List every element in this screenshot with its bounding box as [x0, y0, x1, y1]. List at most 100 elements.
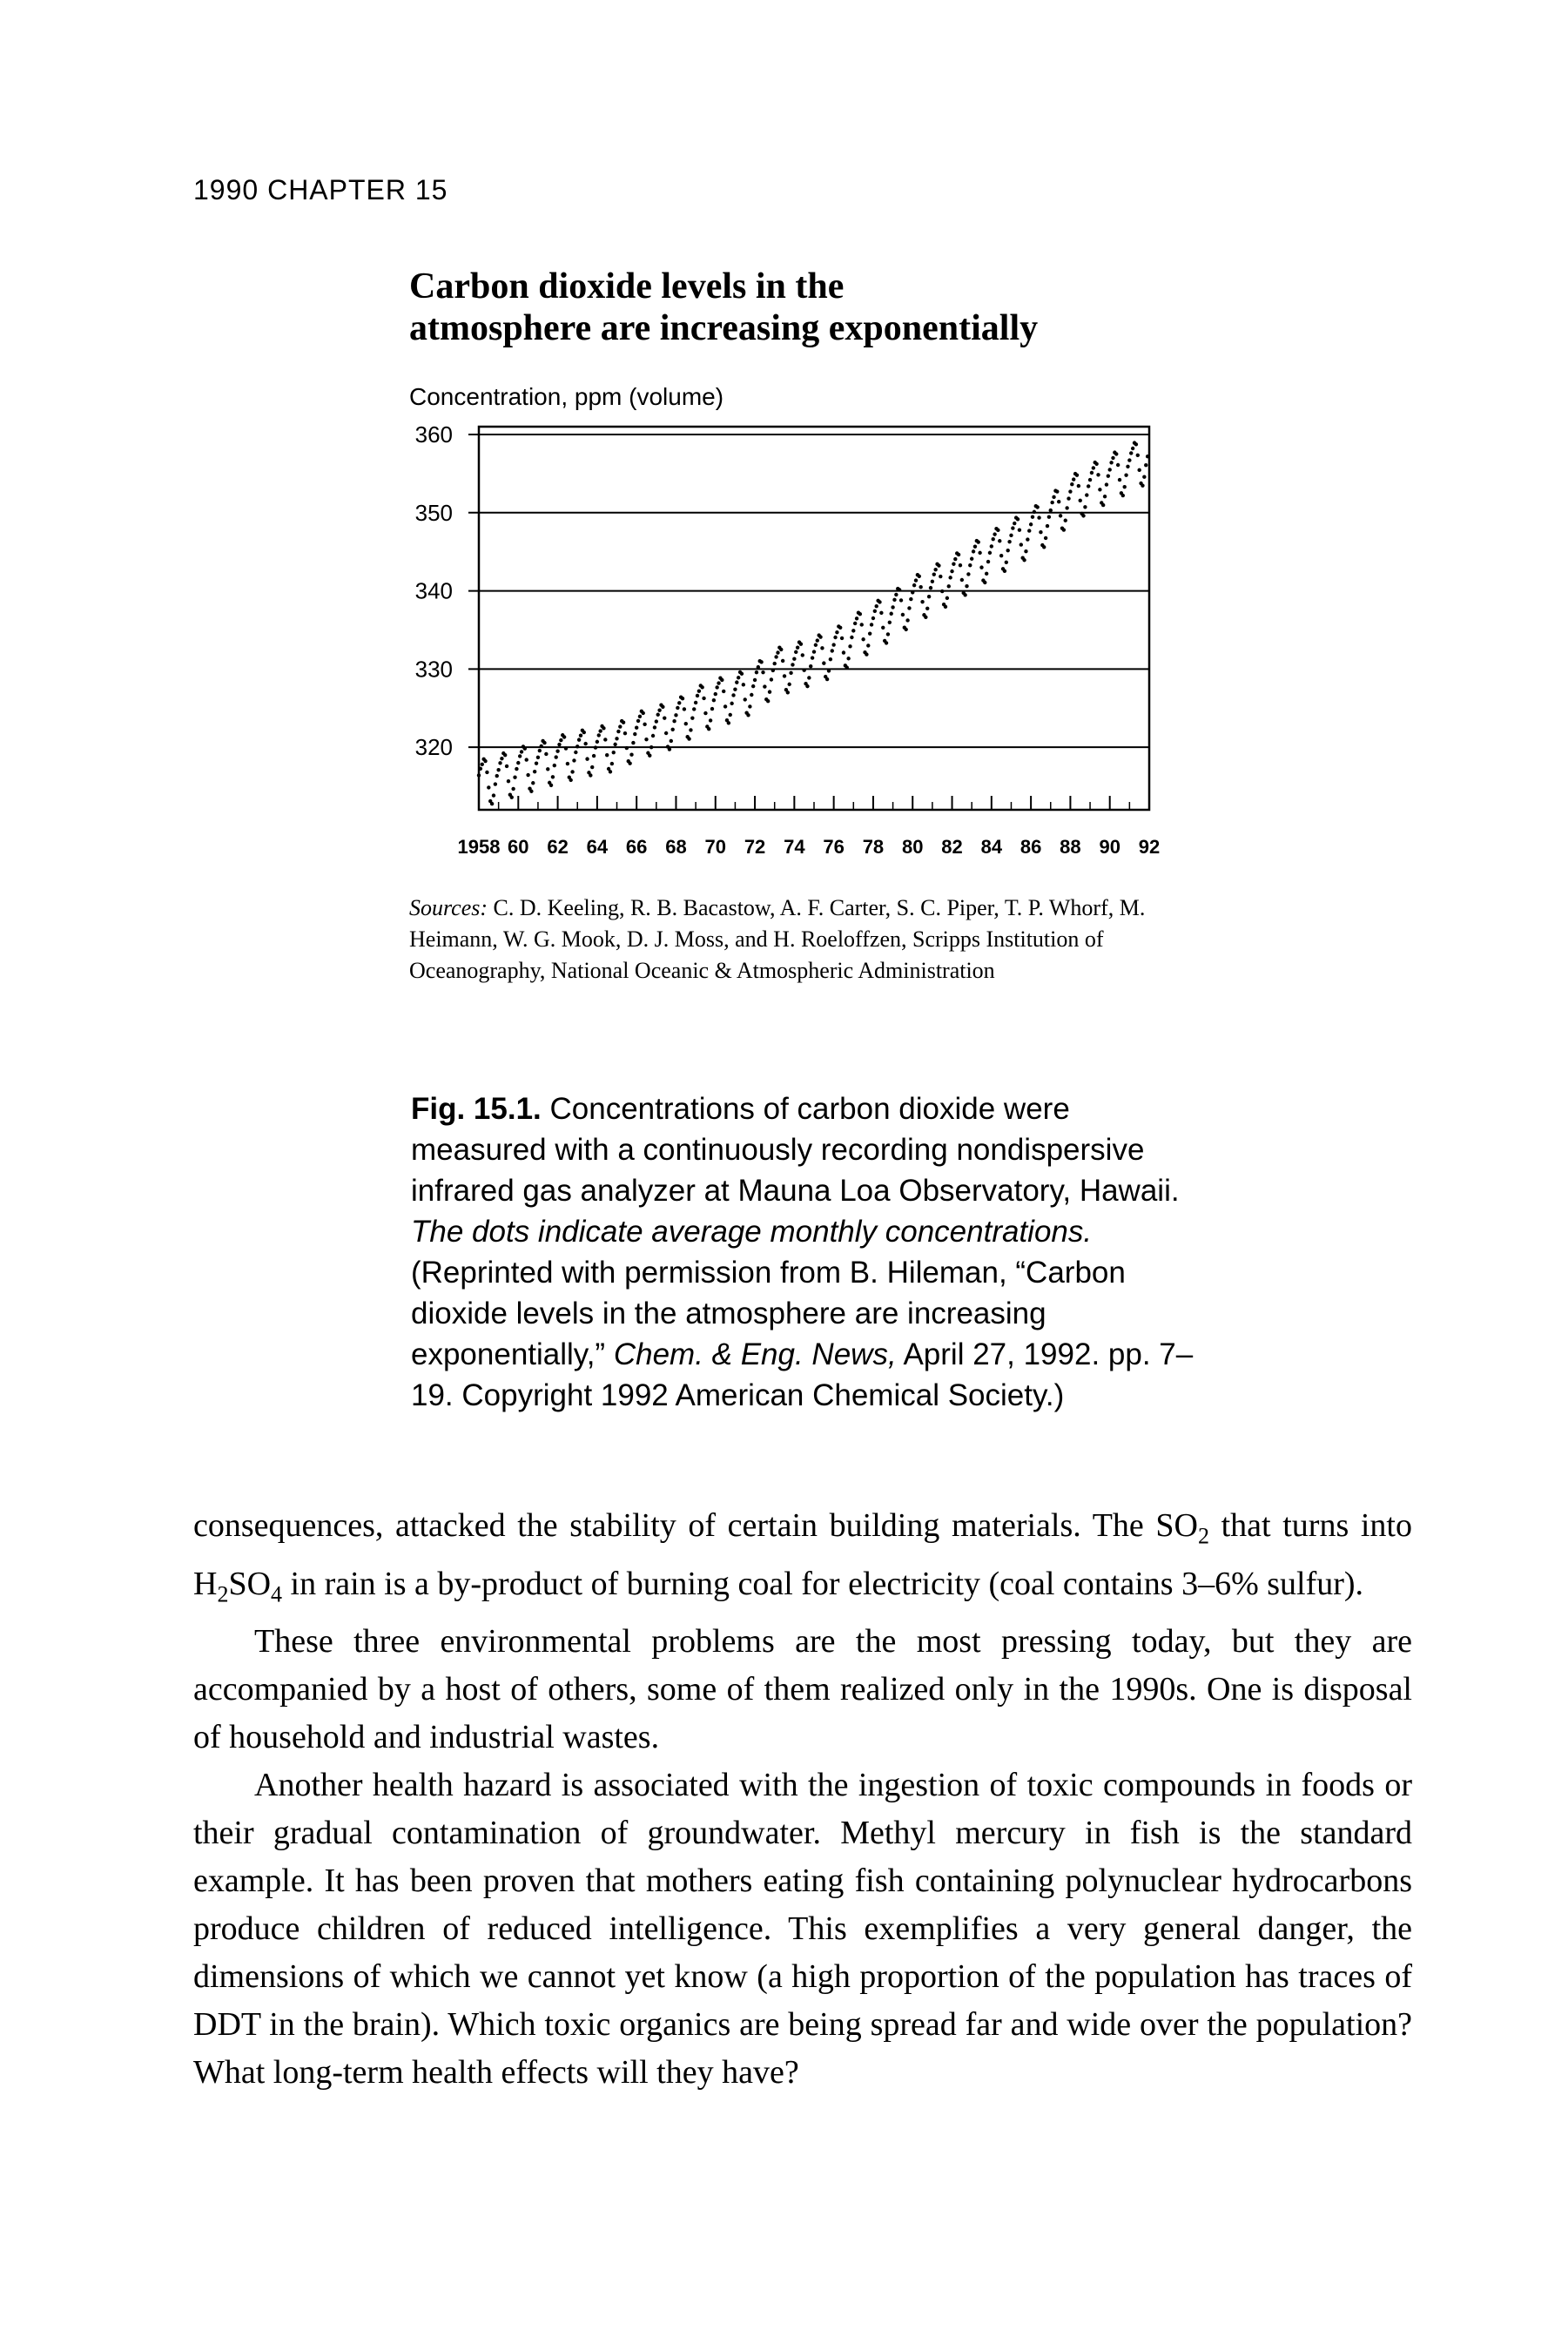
- monthly-co2-dot: [1035, 505, 1040, 509]
- monthly-co2-dot: [1089, 470, 1094, 475]
- monthly-co2-dot: [779, 647, 784, 652]
- monthly-co2-dot: [900, 612, 905, 617]
- monthly-co2-dot: [1019, 542, 1023, 547]
- monthly-co2-dot: [1083, 505, 1087, 509]
- monthly-co2-dot: [643, 722, 647, 727]
- monthly-co2-dot: [782, 674, 787, 678]
- monthly-co2-dot: [943, 604, 948, 610]
- monthly-co2-dot: [1100, 502, 1106, 508]
- monthly-co2-dot: [555, 749, 560, 753]
- figure-label: Fig. 15.1.: [411, 1092, 542, 1126]
- monthly-co2-dot: [1007, 539, 1012, 544]
- monthly-co2-dot: [881, 625, 885, 630]
- monthly-co2-dot: [669, 738, 674, 744]
- monthly-co2-dot: [861, 637, 865, 642]
- monthly-co2-dot: [968, 563, 972, 568]
- monthly-co2-dot: [953, 556, 958, 562]
- monthly-co2-dot: [690, 716, 695, 720]
- monthly-co2-dot: [759, 660, 764, 664]
- monthly-co2-dot: [1124, 473, 1128, 477]
- monthly-co2-dot: [1046, 515, 1052, 519]
- monthly-co2-dot: [572, 758, 576, 763]
- monthly-co2-dot: [754, 670, 759, 675]
- x-tick-label: 70: [705, 836, 726, 858]
- monthly-co2-dot: [634, 725, 639, 730]
- monthly-co2-dot: [585, 757, 589, 761]
- monthly-co2-dot: [833, 635, 838, 640]
- monthly-co2-dot: [715, 685, 719, 690]
- monthly-co2-dot: [1057, 500, 1061, 504]
- monthly-co2-dot: [574, 750, 578, 755]
- monthly-co2-dot: [570, 770, 575, 774]
- monthly-co2-dot: [1111, 455, 1115, 461]
- y-tick-label: 350: [415, 500, 453, 526]
- monthly-co2-dot: [835, 630, 839, 635]
- y-tick-label: 320: [415, 734, 453, 760]
- monthly-co2-dot: [677, 701, 682, 705]
- monthly-co2-dot: [892, 597, 897, 603]
- monthly-co2-dot: [562, 735, 567, 739]
- monthly-co2-dot: [674, 713, 678, 717]
- monthly-co2-dot: [516, 760, 521, 765]
- monthly-co2-dot: [710, 706, 715, 711]
- monthly-co2-dot: [703, 711, 708, 716]
- sources-text: C. D. Keeling, R. B. Bacastow, A. F. Car…: [409, 895, 1146, 983]
- monthly-co2-dot: [811, 650, 817, 654]
- monthly-co2-dot: [1137, 468, 1141, 473]
- monthly-co2-dot: [1058, 514, 1063, 518]
- monthly-co2-dot: [1102, 494, 1107, 499]
- monthly-co2-dot: [780, 658, 785, 664]
- p1-part-c: SO: [228, 1565, 272, 1602]
- monthly-co2-dot: [983, 580, 987, 585]
- monthly-co2-dot: [976, 540, 980, 544]
- x-tick-label: 72: [744, 836, 765, 858]
- x-tick-label: 90: [1099, 836, 1120, 858]
- monthly-co2-dot: [791, 663, 795, 667]
- monthly-co2-dot: [509, 795, 514, 799]
- caption-text-1: Concentrations of carbon dioxide were me…: [411, 1092, 1180, 1208]
- monthly-co2-dot: [787, 682, 791, 687]
- monthly-co2-dot: [593, 745, 598, 750]
- monthly-co2-dot: [1067, 496, 1071, 501]
- monthly-co2-dot: [926, 594, 932, 599]
- monthly-co2-dot: [693, 700, 698, 705]
- monthly-co2-dot: [999, 553, 1004, 558]
- monthly-co2-dot: [563, 746, 569, 751]
- monthly-co2-dot: [891, 605, 895, 610]
- monthly-co2-dot: [485, 770, 489, 775]
- monthly-co2-dot: [504, 764, 509, 769]
- monthly-co2-dot: [554, 755, 558, 759]
- monthly-co2-dot: [1022, 558, 1026, 562]
- monthly-co2-dot: [1027, 529, 1032, 533]
- monthly-co2-dot: [1002, 569, 1007, 574]
- monthly-co2-dot: [622, 731, 628, 736]
- x-tick-label: 86: [1020, 836, 1041, 858]
- monthly-co2-dot: [874, 604, 878, 609]
- monthly-co2-dot: [1127, 458, 1132, 462]
- monthly-co2-dot: [661, 704, 665, 709]
- monthly-co2-dot: [495, 773, 499, 778]
- monthly-co2-dot: [1144, 462, 1148, 468]
- monthly-co2-dot: [854, 616, 859, 621]
- monthly-co2-dot: [807, 676, 811, 680]
- monthly-co2-dot: [589, 773, 593, 778]
- monthly-co2-dot: [500, 756, 504, 761]
- monthly-co2-dot: [496, 768, 501, 772]
- monthly-co2-dot: [583, 741, 588, 746]
- monthly-co2-dot: [925, 606, 930, 610]
- monthly-co2-dot: [1039, 530, 1043, 535]
- monthly-co2-dot: [535, 755, 541, 760]
- monthly-co2-dot: [524, 758, 528, 762]
- monthly-co2-dot: [989, 544, 994, 549]
- monthly-co2-dot: [517, 754, 522, 758]
- monthly-co2-dot: [654, 719, 659, 724]
- monthly-co2-dot: [798, 642, 804, 646]
- monthly-co2-dot: [765, 698, 771, 704]
- monthly-co2-dot: [1098, 488, 1102, 492]
- monthly-co2-dot: [730, 701, 734, 706]
- monthly-co2-dot: [907, 606, 912, 610]
- monthly-co2-dot: [1063, 518, 1067, 522]
- monthly-co2-dot: [578, 733, 583, 738]
- monthly-co2-dot: [911, 590, 915, 595]
- monthly-co2-dot: [605, 752, 609, 758]
